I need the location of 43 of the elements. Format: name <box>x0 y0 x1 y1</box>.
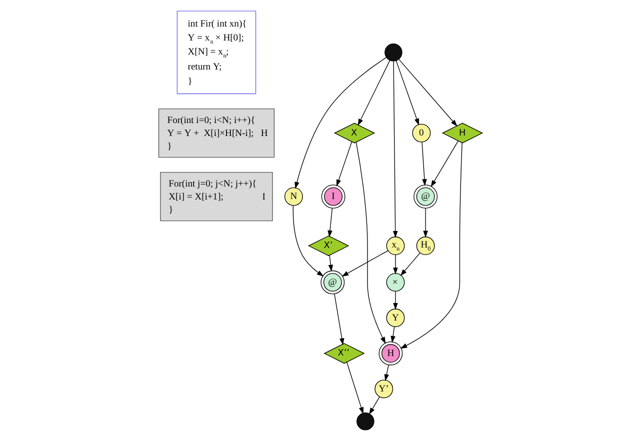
node-diamond: X’’ <box>324 343 365 364</box>
node-circle: @ <box>320 270 345 294</box>
node-box: For(int j=0; j<N; j++){ X[i] = X[i+1]; } I <box>160 172 273 222</box>
node-circle: Y’ <box>374 380 394 398</box>
arrow <box>336 142 352 186</box>
arrow <box>400 252 420 276</box>
node-diamond: H <box>442 122 484 144</box>
arrow <box>384 364 389 382</box>
node-circle: @ <box>414 184 438 209</box>
arrow <box>292 205 324 276</box>
node-circle: H <box>378 341 403 366</box>
arrow <box>393 254 398 274</box>
node-circle: N <box>284 187 303 206</box>
arrow <box>423 208 428 238</box>
arrow <box>342 250 388 277</box>
arrow <box>328 208 333 238</box>
node-circle <box>356 412 374 430</box>
arrow <box>390 326 396 343</box>
node-box: For(int i=0; i<N; i++){ Y = Y + X[i]×H[N-i]; } H <box>158 108 275 158</box>
node-diamond: X’ <box>308 236 350 256</box>
arrow <box>430 140 459 188</box>
node-circle: I <box>321 184 346 209</box>
arrow <box>398 58 458 126</box>
node-circle: Y <box>386 308 405 328</box>
arrow <box>294 57 387 189</box>
arrow <box>358 60 390 126</box>
node-circle: 0 <box>412 124 431 142</box>
arrow <box>334 294 344 346</box>
node-diamond: X <box>334 122 376 144</box>
arrow <box>328 255 334 272</box>
arrow <box>346 362 364 414</box>
node-circle: x$_{n}$ <box>386 236 405 255</box>
node-circle <box>384 44 402 62</box>
arrow <box>396 60 419 126</box>
node-box: int Fir( int xn){ Y = x$_{n}$ × H[0]; X[N] = x$_{n}$; return Y; } <box>176 10 256 94</box>
node-circle: H$_{0}$ <box>416 236 435 255</box>
node-circle: × <box>386 273 405 292</box>
arrow <box>369 396 380 415</box>
arrow <box>422 142 427 186</box>
arrow <box>393 290 398 310</box>
arrow <box>400 142 462 349</box>
arrow <box>356 142 386 344</box>
arrow <box>392 60 398 238</box>
